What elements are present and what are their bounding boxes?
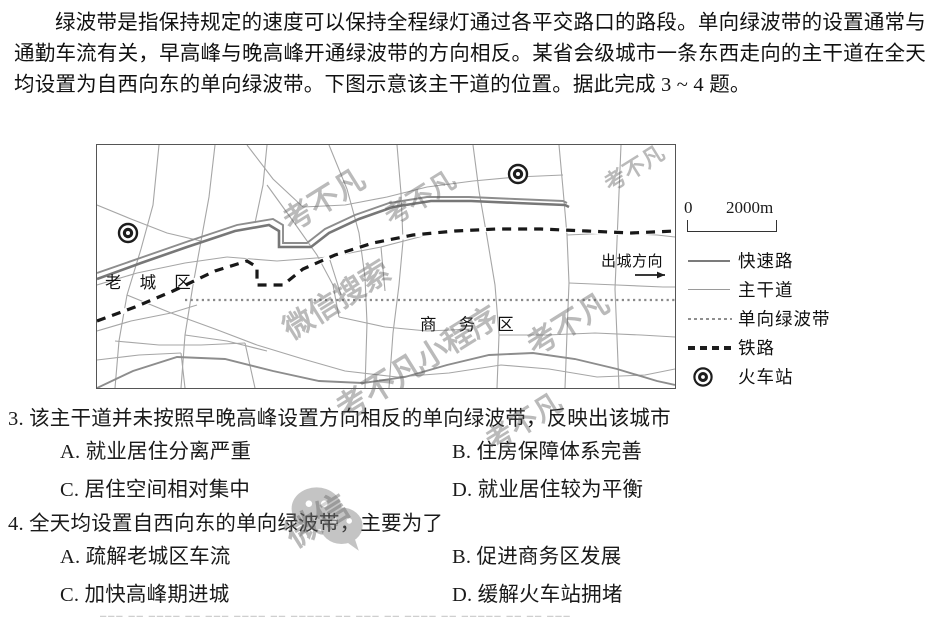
railway-line-icon: [684, 338, 738, 358]
legend-label-railway: 铁路: [738, 338, 775, 358]
legend-label-train-station: 火车站: [738, 367, 794, 387]
street-network: [97, 145, 675, 388]
question-3-option-a[interactable]: A. 就业居住分离严重: [60, 441, 252, 463]
train-station-east: [507, 163, 529, 185]
legend-label-arterial: 主干道: [738, 280, 794, 300]
expressway-line-icon: [684, 251, 738, 271]
map-label-business-district: 商 务 区: [420, 315, 523, 334]
legend-label-expressway: 快速路: [738, 251, 794, 271]
question-3-options: A. 就业居住分离严重 B. 住房保障体系完善 C. 居住空间相对集中 D. 就…: [8, 435, 928, 507]
question-4-options: A. 疏解老城区车流 B. 促进商务区发展 C. 加快高峰期进城 D. 缓解火车…: [8, 540, 928, 612]
map-scale-bar: 0 2000m: [684, 198, 824, 232]
question-3-option-c[interactable]: C. 居住空间相对集中: [60, 479, 251, 501]
question-3-option-b[interactable]: B. 住房保障体系完善: [452, 441, 643, 463]
question-3-option-d[interactable]: D. 就业居住较为平衡: [452, 479, 644, 501]
reading-passage: 绿波带是指保持规定的速度可以保持全程绿灯通过各平交路口的路段。单向绿波带的设置通…: [14, 12, 926, 96]
questions-block: 3. 该主干道并未按照早晚高峰设置方向相反的单向绿波带，反映出该城市 A. 就业…: [8, 404, 928, 612]
legend-item-train-station: 火车站: [684, 362, 896, 391]
arterial-line-icon: [684, 280, 738, 300]
question-3-stem: 3. 该主干道并未按照早晚高峰设置方向相反的单向绿波带，反映出该城市: [8, 408, 671, 430]
expressway: [97, 199, 570, 281]
legend-item-railway: 铁路: [684, 333, 896, 362]
legend-item-arterial: 主干道: [684, 275, 896, 304]
out-of-city-arrow: [635, 271, 665, 279]
scale-rule: [687, 220, 777, 232]
map-label-out-of-city: 出城方向: [601, 254, 664, 270]
question-4-option-b[interactable]: B. 促进商务区发展: [452, 546, 622, 568]
question-4-option-c[interactable]: C. 加快高峰期进城: [60, 584, 230, 606]
arterial-roads: [97, 196, 675, 388]
question-4-option-d[interactable]: D. 缓解火车站拥堵: [452, 584, 623, 606]
legend-item-expressway: 快速路: [684, 246, 896, 275]
train-station-west: [117, 222, 139, 244]
map-drawing: [97, 145, 675, 388]
legend-label-green-wave: 单向绿波带: [738, 309, 831, 329]
page-bottom-cutoff-text: ▁▁▁ ▁▁ ▁▁▁▁ ▁▁ ▁▁▁ ▁▁▁▁ ▁▁ ▁▁▁▁▁ ▁▁ ▁▁▁ …: [100, 608, 572, 617]
question-4-option-a[interactable]: A. 疏解老城区车流: [60, 546, 231, 568]
one-way-green-wave-line-icon: [684, 309, 738, 329]
map-label-old-city: 老 城 区: [105, 273, 198, 292]
question-4: 4. 全天均设置自西向东的单向绿波带，主要为了 A. 疏解老城区车流 B. 促进…: [8, 509, 928, 612]
map-legend: 快速路 主干道 单向绿波带 铁路: [684, 246, 896, 391]
legend-item-green-wave: 单向绿波带: [684, 304, 896, 333]
railway: [97, 226, 675, 324]
scale-start-label: 0: [684, 198, 693, 217]
map-frame: 老 城 区 商 务 区 出城方向: [96, 144, 676, 389]
train-station-icon: [684, 366, 738, 387]
question-3: 3. 该主干道并未按照早晚高峰设置方向相反的单向绿波带，反映出该城市 A. 就业…: [8, 404, 928, 507]
map-figure: 老 城 区 商 务 区 出城方向 0 2000m 快速路 主干道: [96, 142, 896, 390]
scale-end-label: 2000m: [726, 198, 774, 217]
question-4-stem: 4. 全天均设置自西向东的单向绿波带，主要为了: [8, 513, 444, 535]
